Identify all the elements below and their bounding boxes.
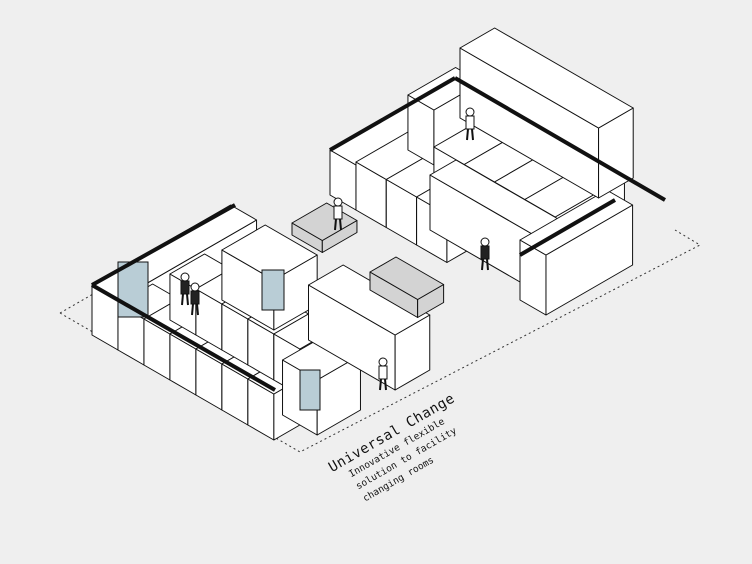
person-leg xyxy=(181,293,184,306)
person-body xyxy=(190,290,200,305)
person-head xyxy=(480,237,490,247)
person-head xyxy=(180,272,190,282)
person-leg xyxy=(481,258,484,271)
left-locker-row-top-face xyxy=(308,264,431,336)
person-leg xyxy=(196,303,199,316)
person-body xyxy=(333,205,343,220)
person-leg xyxy=(466,128,469,141)
person-body xyxy=(480,245,490,260)
person-head xyxy=(378,357,388,367)
person-leg xyxy=(471,128,474,141)
bench-lower-top-face xyxy=(369,256,445,300)
person-leg xyxy=(486,258,489,271)
left-shower-room-top-face xyxy=(221,224,318,281)
thick-wall-1 xyxy=(329,76,456,152)
person-head xyxy=(333,197,343,207)
thick-wall-0 xyxy=(91,203,236,287)
thick-wall-3 xyxy=(91,283,276,392)
person-body xyxy=(180,280,190,295)
right-tall-lockers-top-face xyxy=(459,27,634,129)
glass-partition xyxy=(299,369,321,411)
person-leg xyxy=(379,378,382,391)
thick-wall-2 xyxy=(453,76,667,202)
person-body xyxy=(465,115,475,130)
person-leg xyxy=(339,218,342,231)
glass-partition xyxy=(261,269,285,311)
person-head xyxy=(190,282,200,292)
person-body xyxy=(378,365,388,380)
person-head xyxy=(465,107,475,117)
thick-wall-4 xyxy=(518,198,617,257)
person-leg xyxy=(334,218,337,231)
person-leg xyxy=(191,303,194,316)
person-leg xyxy=(384,378,387,391)
person-leg xyxy=(186,293,189,306)
